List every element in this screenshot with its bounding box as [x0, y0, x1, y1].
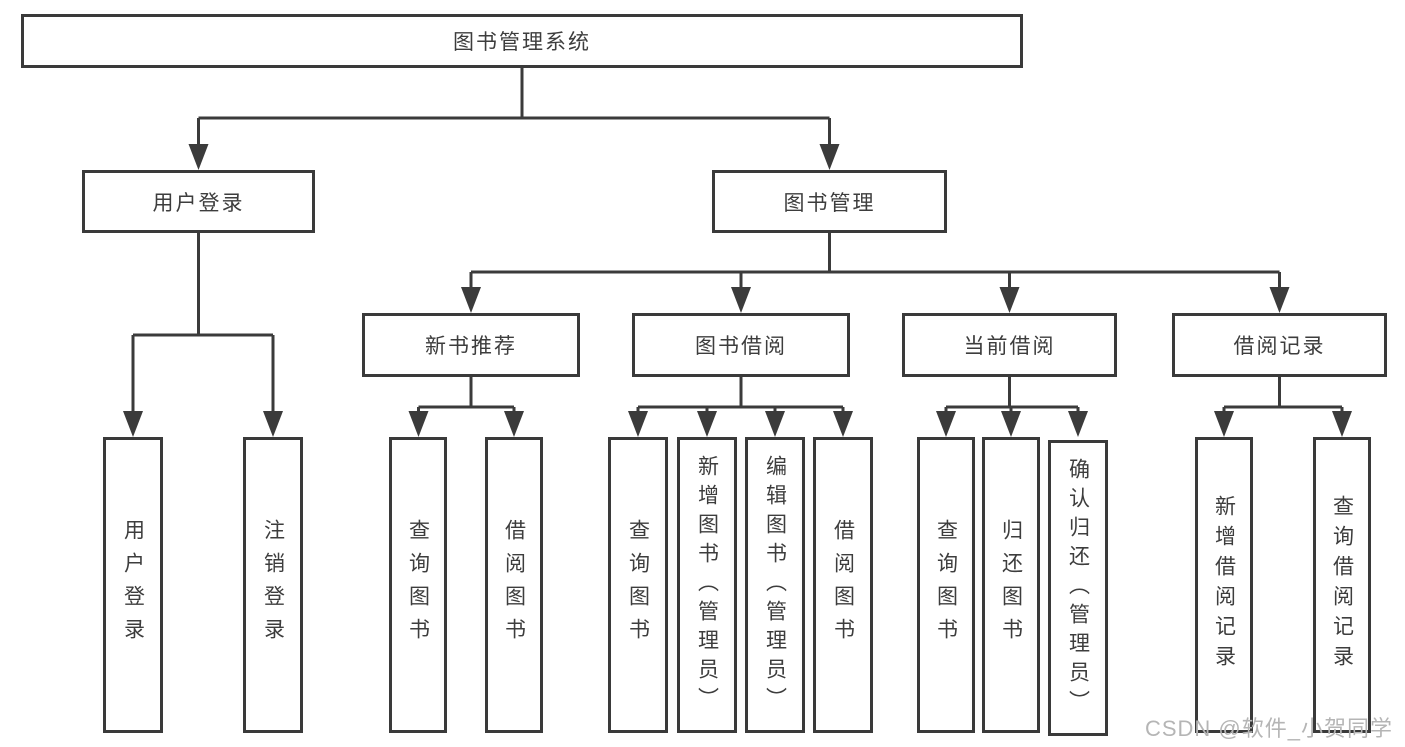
leaf-borrow-books-borrowing: 借阅图书 — [813, 437, 873, 733]
node-root-system: 图书管理系统 — [21, 14, 1023, 68]
leaf-edit-books-admin: 编辑图书（管理员） — [745, 437, 805, 733]
node-new-book-recommend-label: 新书推荐 — [425, 335, 517, 358]
leaf-user-login: 用户登录 — [103, 437, 163, 733]
leaf-label: 查询图书 — [934, 519, 958, 651]
leaf-add-borrow-record: 新增借阅记录 — [1195, 437, 1253, 733]
leaf-label: 借阅图书 — [831, 519, 855, 651]
edges-current-borrowing — [936, 377, 1088, 437]
leaf-search-books-borrowing: 查询图书 — [608, 437, 668, 733]
leaf-label: 借阅图书 — [502, 519, 526, 651]
leaf-label: 新增借阅记录 — [1212, 495, 1236, 675]
leaf-label: 新增图书（管理员） — [695, 454, 719, 716]
node-current-borrowing-label: 当前借阅 — [963, 335, 1056, 358]
node-borrowing-records: 借阅记录 — [1172, 313, 1387, 377]
leaf-label: 注销登录 — [261, 519, 285, 651]
leaf-label: 用户登录 — [121, 519, 145, 651]
leaf-label: 归还图书 — [999, 519, 1023, 651]
node-book-management-label: 图书管理 — [783, 191, 876, 215]
leaf-label: 编辑图书（管理员） — [763, 454, 787, 716]
leaf-search-books-current: 查询图书 — [917, 437, 975, 733]
node-borrowing-records-label: 借阅记录 — [1233, 335, 1326, 358]
edges-new-book-recommend — [408, 377, 524, 437]
leaf-search-books-recommend: 查询图书 — [389, 437, 447, 733]
edges-book-borrowing — [628, 377, 853, 437]
edges-root — [188, 68, 840, 170]
node-book-borrowing: 图书借阅 — [632, 313, 850, 377]
leaf-search-borrow-record: 查询借阅记录 — [1313, 437, 1371, 733]
leaf-add-books-admin: 新增图书（管理员） — [677, 437, 737, 733]
leaf-logout: 注销登录 — [243, 437, 303, 733]
node-current-borrowing: 当前借阅 — [902, 313, 1117, 377]
leaf-borrow-books-recommend: 借阅图书 — [485, 437, 543, 733]
node-book-management: 图书管理 — [712, 170, 947, 233]
leaf-confirm-return-admin: 确认归还（管理员） — [1048, 440, 1108, 736]
node-book-borrowing-label: 图书借阅 — [695, 335, 787, 358]
leaf-label: 查询图书 — [626, 519, 650, 651]
leaf-label: 查询图书 — [406, 519, 430, 651]
leaf-label: 查询借阅记录 — [1330, 495, 1354, 675]
edges-borrowing-records — [1214, 377, 1352, 437]
leaf-label: 确认归还（管理员） — [1066, 457, 1090, 719]
node-user-login-label: 用户登录 — [152, 191, 245, 215]
edges-user-login — [123, 233, 283, 437]
node-new-book-recommend: 新书推荐 — [362, 313, 580, 377]
csdn-watermark: CSDN @软件_小贺同学 — [1144, 716, 1393, 741]
edges-book-management — [461, 233, 1290, 313]
leaf-return-books: 归还图书 — [982, 437, 1040, 733]
node-user-login: 用户登录 — [82, 170, 315, 233]
node-root-label: 图书管理系统 — [453, 31, 591, 54]
